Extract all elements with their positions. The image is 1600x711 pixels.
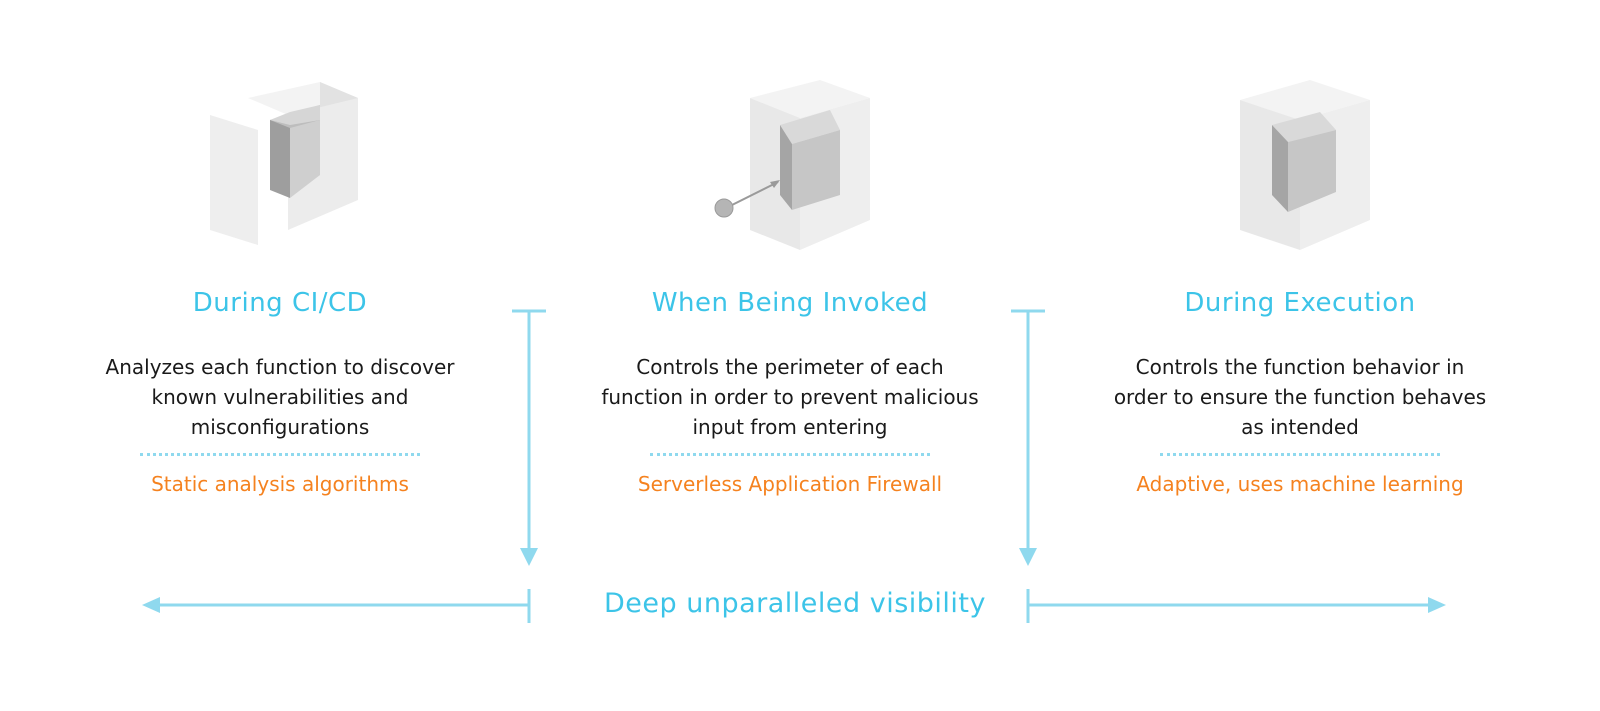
stage-title: During Execution bbox=[1184, 288, 1416, 318]
right-arrow bbox=[1026, 589, 1446, 623]
open-cube-icon bbox=[210, 82, 358, 245]
stage-technology: Adaptive, uses machine learning bbox=[1136, 472, 1464, 496]
cube-with-input-icon bbox=[714, 80, 870, 250]
stage-description: Controls the perimeter of each function … bbox=[601, 355, 979, 439]
stage-technology: Serverless Application Firewall bbox=[637, 472, 943, 496]
dotted-divider bbox=[140, 453, 420, 456]
cube-inside-cube-icon bbox=[1240, 80, 1370, 250]
bottom-visibility-label: Deep unparalleled visibility bbox=[604, 588, 986, 619]
stage-title: When Being Invoked bbox=[651, 288, 929, 318]
down-arrow-connector-left bbox=[512, 309, 546, 566]
dotted-divider bbox=[1160, 453, 1440, 456]
down-arrow-connector-right bbox=[1011, 309, 1045, 566]
dotted-divider bbox=[650, 453, 930, 456]
stage-description: Analyzes each function to discover known… bbox=[105, 355, 455, 439]
stage-description: Controls the function behavior in order … bbox=[1113, 355, 1487, 439]
left-arrow bbox=[142, 589, 531, 623]
stage-title: During CI/CD bbox=[192, 288, 368, 318]
stage-technology: Static analysis algorithms bbox=[151, 472, 409, 496]
